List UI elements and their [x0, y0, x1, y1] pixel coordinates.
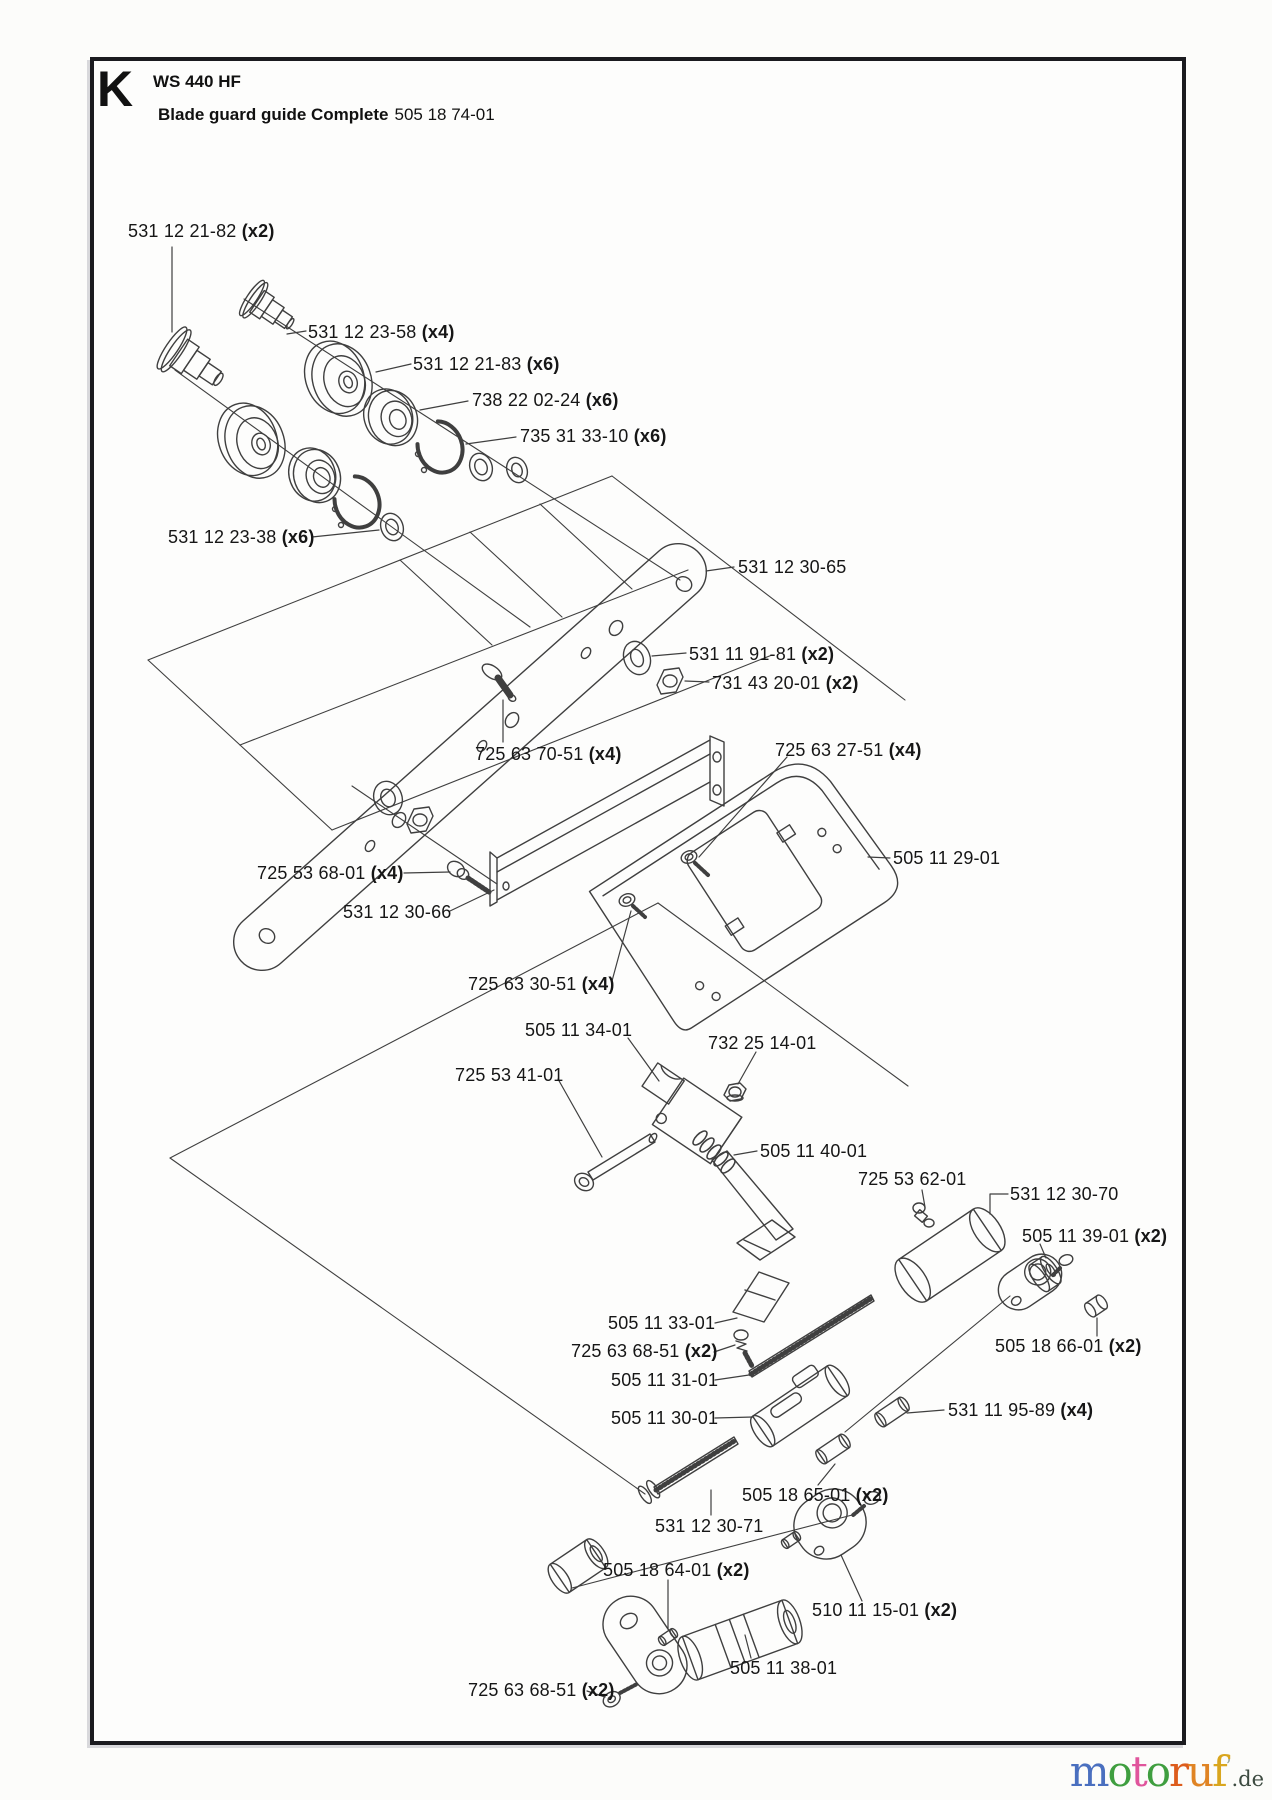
- logo-trademark: ’: [1225, 1756, 1232, 1777]
- section-letter: K: [97, 61, 134, 117]
- part-washer-531-12-23-38: [379, 452, 529, 542]
- part-screw-725-53-62-01: [912, 1202, 935, 1228]
- part-label-531-11-95-89: 531 11 95-89 (x4): [948, 1400, 1094, 1420]
- part-label-505-18-65-01: 505 18 65-01 (x2): [742, 1485, 889, 1505]
- part-label-725-53-62-01: 725 53 62-01: [858, 1169, 967, 1189]
- part-cover-505-11-29-01: [588, 763, 899, 1031]
- part-label-531-12-30-66: 531 12 30-66: [343, 902, 452, 922]
- part-snapring-735-31-33-10: [331, 419, 465, 530]
- part-pin-505-18-64-01: [657, 1530, 802, 1647]
- part-label-505-18-66-01: 505 18 66-01 (x2): [995, 1336, 1142, 1356]
- part-label-505-11-31-01: 505 11 31-01: [611, 1370, 719, 1390]
- part-label-531-12-21-83: 531 12 21-83 (x6): [413, 354, 560, 374]
- part-label-738-22-02-24: 738 22 02-24 (x6): [472, 390, 619, 410]
- part-rod-505-11-31-01: [748, 1294, 875, 1378]
- logo-letter: f: [1212, 1747, 1227, 1796]
- part-axle-531-12-23-58: [238, 279, 295, 330]
- part-wedge-505-11-33-01: [732, 1271, 790, 1323]
- part-label-531-11-91-81: 531 11 91-81 (x2): [689, 644, 835, 664]
- motoruf-logo[interactable]: motoruf’.de: [1070, 1747, 1264, 1796]
- part-nut-731-43-20-01: [406, 667, 684, 834]
- part-screw-725-63-27-51: [680, 850, 710, 877]
- part-label-531-12-30-65: 531 12 30-65: [738, 557, 847, 577]
- assembly-title-text: Blade guard guide Complete: [158, 105, 389, 124]
- part-label-531-12-21-82: 531 12 21-82 (x2): [128, 221, 275, 241]
- part-label-505-18-64-01: 505 18 64-01 (x2): [603, 1560, 750, 1580]
- logo-letter: o: [1145, 1747, 1171, 1796]
- part-label-510-11-15-01: 510 11 15-01 (x2): [812, 1600, 958, 1620]
- part-roller-505-11-38-01: [677, 1599, 803, 1681]
- part-pin-505-18-65-01: [815, 1433, 851, 1465]
- part-endcap: [547, 1538, 609, 1594]
- part-screw-725-63-30-51: [618, 893, 647, 919]
- part-label-505-11-40-01: 505 11 40-01: [760, 1141, 868, 1161]
- part-label-505-11-34-01: 505 11 34-01: [525, 1020, 633, 1040]
- part-label-505-11-30-01: 505 11 30-01: [611, 1408, 719, 1428]
- diagram-frame: [90, 57, 1186, 1745]
- construction-lines: [147, 298, 1011, 1589]
- part-oval-plate: [602, 1595, 688, 1695]
- part-screw-725-63-68-51-bottom: [602, 1682, 639, 1708]
- part-label-731-43-20-01: 731 43 20-01 (x2): [712, 673, 859, 693]
- part-label-505-11-33-01: 505 11 33-01: [608, 1313, 716, 1333]
- part-label-735-31-33-10: 735 31 33-10 (x6): [520, 426, 667, 446]
- part-plate-510-11-15-01: [793, 1488, 881, 1560]
- part-label-725-53-68-01: 725 53 68-01 (x4): [257, 863, 404, 883]
- logo-letter: t: [1130, 1747, 1148, 1796]
- part-cylinder-531-12-30-70: [894, 1207, 1006, 1303]
- part-clamp-505-11-30-01: [749, 1364, 851, 1448]
- part-roller-531-12-21-83: [216, 340, 373, 479]
- part-label-505-11-29-01: 505 11 29-01: [893, 848, 1001, 868]
- part-nut-732-25-14-01: [723, 1082, 747, 1102]
- part-washer-531-11-91-81: [372, 640, 652, 816]
- part-bushing-505-18-66-01: [1083, 1294, 1109, 1318]
- assembly-number: 505 18 74-01: [394, 105, 495, 124]
- logo-letter: u: [1187, 1747, 1214, 1796]
- part-screw-725-53-68-01: [446, 860, 492, 895]
- part-label-725-53-41-01: 725 53 41-01: [455, 1065, 564, 1085]
- part-label-725-63-27-51: 725 63 27-51 (x4): [775, 740, 922, 760]
- part-lever-505-11-35-01: [711, 1150, 796, 1261]
- part-plate-upper-510-11-15-01: [997, 1253, 1074, 1311]
- part-pin-531-11-95-89: [874, 1396, 910, 1428]
- part-bolt-725-63-70-51: [481, 663, 517, 703]
- part-label-732-25-14-01: 732 25 14-01: [708, 1033, 817, 1053]
- part-label-531-12-23-38: 531 12 23-38 (x6): [168, 527, 315, 547]
- part-spring-505-11-40-01: [692, 1130, 736, 1174]
- part-label-505-11-39-01: 505 11 39-01 (x2): [1022, 1226, 1168, 1246]
- assembly-title: Blade guard guide Complete 505 18 74-01: [158, 105, 495, 125]
- part-axle-531-12-21-82: [156, 326, 224, 387]
- part-label-725-63-30-51: 725 63 30-51 (x4): [468, 974, 615, 994]
- part-label-725-63-68-51: 725 63 68-51 (x2): [571, 1341, 718, 1361]
- logo-letter: o: [1107, 1747, 1133, 1796]
- part-label-531-12-23-58: 531 12 23-58 (x4): [308, 322, 455, 342]
- leader-lines: [171, 246, 1098, 1698]
- logo-letter: m: [1069, 1747, 1110, 1796]
- part-bolt-725-53-41-01: [573, 1132, 658, 1192]
- part-guide-bar-531-12-30-65: [233, 542, 707, 972]
- part-channel-531-12-30-66: [489, 735, 725, 907]
- logo-suffix: .de: [1231, 1767, 1264, 1791]
- part-label-725-63-70-51: 725 63 70-51 (x4): [475, 744, 622, 764]
- part-label-725-63-68-51-bottom: 725 63 68-51 (x2): [468, 1680, 615, 1700]
- part-screw-725-63-68-51-upper: [733, 1329, 755, 1369]
- part-label-531-12-30-70: 531 12 30-70: [1010, 1184, 1119, 1204]
- model-name: WS 440 HF: [153, 72, 241, 91]
- part-label-505-11-38-01: 505 11 38-01: [730, 1658, 838, 1678]
- part-label-531-12-30-71: 531 12 30-71: [655, 1516, 764, 1536]
- part-bearing-738-22-02-24: [288, 388, 419, 504]
- logo-letter: r: [1169, 1747, 1189, 1796]
- part-shaft-531-12-30-71: [637, 1436, 739, 1505]
